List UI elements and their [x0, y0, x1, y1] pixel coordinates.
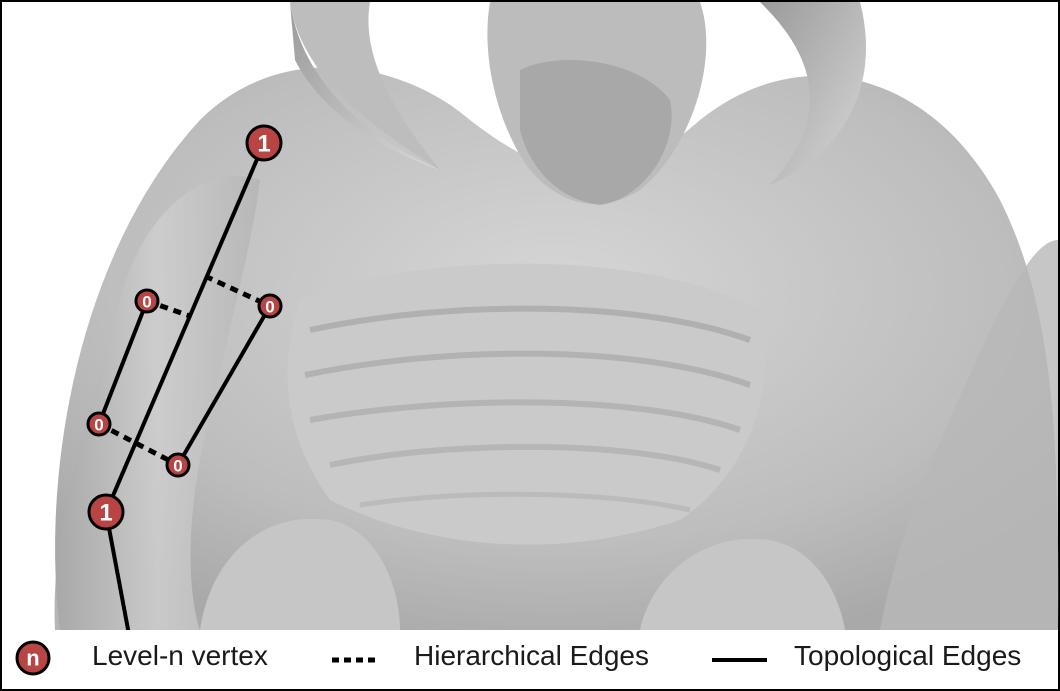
legend-vertex-label: Level-n vertex — [92, 640, 268, 672]
legend-hierarchical-label: Hierarchical Edges — [414, 640, 649, 672]
vertex-level0-b: 0 — [259, 295, 281, 317]
vertex-level1-bottom: 1 — [89, 495, 123, 529]
svg-text:0: 0 — [94, 416, 103, 435]
vertex-level0-c: 0 — [88, 413, 110, 435]
legend-vertex-icon: n — [17, 642, 49, 674]
svg-text:0: 0 — [142, 293, 151, 312]
svg-text:1: 1 — [99, 500, 112, 527]
mesh-render — [55, 2, 1059, 630]
legend: n Level-n vertex Hierarchical Edges Topo… — [2, 630, 1058, 689]
vertex-level0-d: 0 — [167, 454, 189, 476]
svg-text:0: 0 — [265, 298, 274, 317]
vertex-level1-top: 1 — [247, 126, 281, 160]
legend-topological-label: Topological Edges — [794, 640, 1021, 672]
svg-text:n: n — [26, 646, 39, 671]
svg-text:0: 0 — [173, 457, 182, 476]
vertex-level0-a: 0 — [136, 290, 158, 312]
svg-text:1: 1 — [257, 131, 270, 158]
